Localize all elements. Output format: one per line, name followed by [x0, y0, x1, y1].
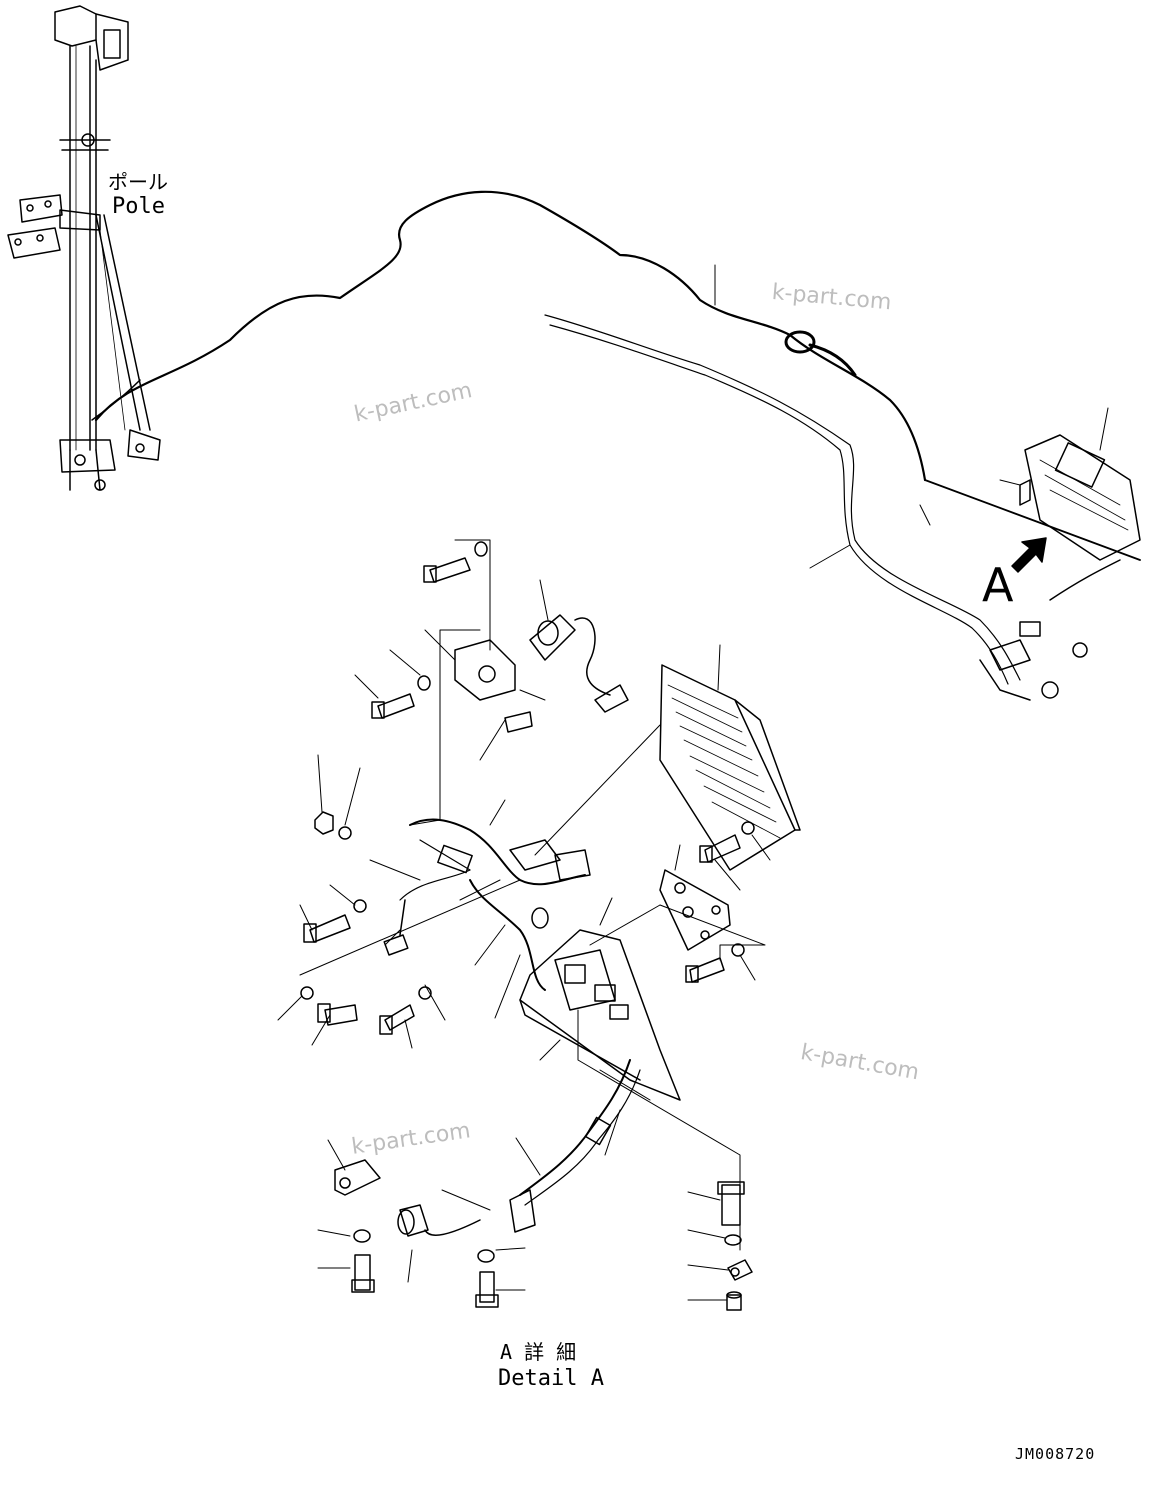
drawing-code: JM008720 — [1015, 1445, 1096, 1463]
relay-panel — [520, 930, 680, 1100]
pole-label-en: Pole — [112, 194, 165, 219]
main-cable — [96, 192, 925, 480]
controller-cluster — [980, 435, 1140, 700]
leader-lines — [278, 265, 1108, 1300]
view-arrow — [1012, 538, 1046, 572]
pole-assembly — [8, 6, 160, 490]
view-marker-label: A — [982, 558, 1014, 612]
detail-label-ja: A 詳 細 — [500, 1340, 577, 1364]
cable-coil — [786, 332, 855, 375]
pole-label-ja: ポール — [108, 170, 168, 194]
detail-label-en: Detail A — [498, 1366, 604, 1391]
ecu — [660, 665, 800, 870]
secondary-harness — [545, 315, 1020, 680]
detail-a-assembly — [301, 542, 800, 1310]
